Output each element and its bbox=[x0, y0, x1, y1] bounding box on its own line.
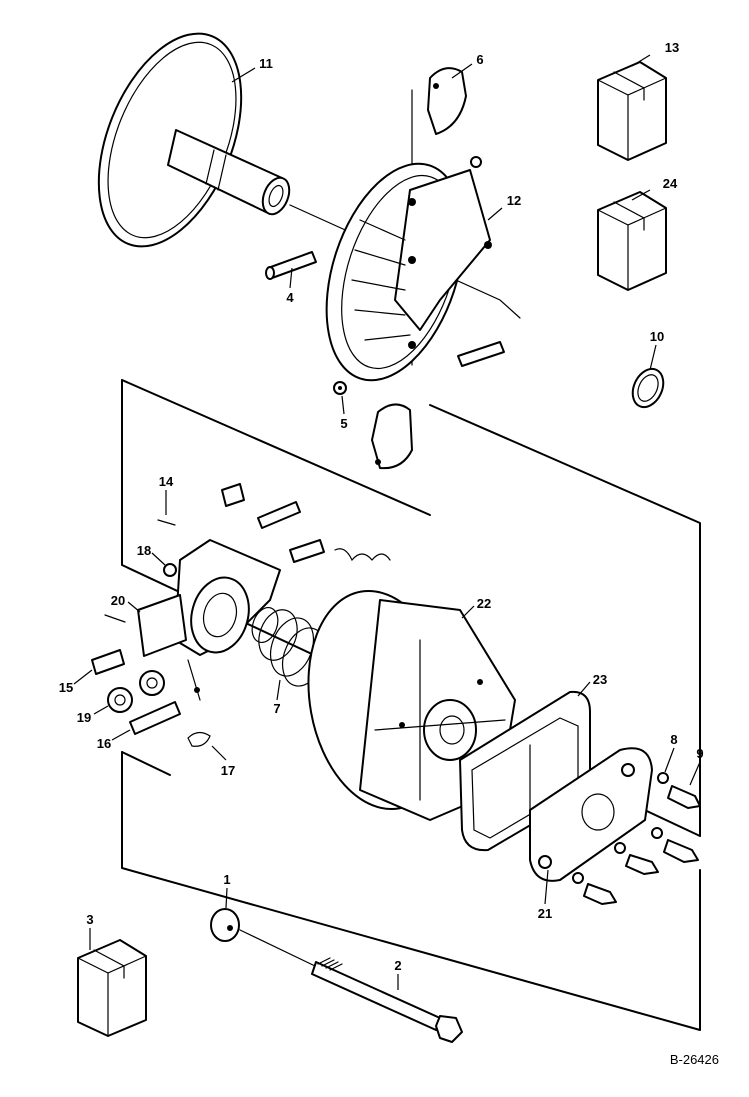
callout-2: 2 bbox=[394, 958, 401, 973]
callout-15: 15 bbox=[59, 680, 73, 695]
callout-20: 20 bbox=[111, 593, 125, 608]
callout-5: 5 bbox=[340, 416, 347, 431]
callout-10: 10 bbox=[650, 329, 664, 344]
callout-12: 12 bbox=[507, 193, 521, 208]
leader-lines bbox=[73, 54, 701, 990]
callout-8: 8 bbox=[670, 732, 677, 747]
o-ring-10 bbox=[631, 367, 665, 409]
long-bolt-2 bbox=[239, 929, 463, 1043]
nut-5 bbox=[333, 381, 347, 395]
callout-17: 17 bbox=[221, 763, 235, 778]
package-24 bbox=[597, 191, 667, 291]
callout-23: 23 bbox=[593, 672, 607, 687]
callout-11: 11 bbox=[259, 56, 273, 71]
roller-weight-lower bbox=[371, 403, 413, 470]
pin-right bbox=[457, 341, 505, 367]
callout-labels: 1 2 3 4 5 6 7 8 9 10 11 12 13 14 15 16 1… bbox=[59, 40, 704, 973]
callout-19: 19 bbox=[77, 710, 91, 725]
callout-4: 4 bbox=[286, 290, 294, 305]
bolts-9 bbox=[572, 772, 701, 905]
package-3 bbox=[77, 939, 147, 1037]
callout-24: 24 bbox=[663, 176, 678, 191]
callout-13: 13 bbox=[665, 40, 679, 55]
fixed-sheave-11 bbox=[97, 32, 291, 248]
callout-21: 21 bbox=[538, 906, 552, 921]
washer-1 bbox=[210, 908, 240, 942]
callout-9: 9 bbox=[696, 746, 703, 761]
callout-14: 14 bbox=[159, 474, 174, 489]
arm-assembly bbox=[91, 483, 325, 747]
callout-1: 1 bbox=[223, 872, 230, 887]
callout-6: 6 bbox=[476, 52, 483, 67]
ramp-plate-12 bbox=[325, 156, 492, 382]
callout-22: 22 bbox=[477, 596, 491, 611]
package-13 bbox=[597, 61, 667, 161]
callout-7: 7 bbox=[273, 701, 280, 716]
callout-16: 16 bbox=[97, 736, 111, 751]
callout-18: 18 bbox=[137, 543, 151, 558]
assembly-frame-lower bbox=[121, 751, 701, 1031]
drawing-number: B-26426 bbox=[669, 1052, 719, 1067]
callout-3: 3 bbox=[86, 912, 93, 927]
bolt-4 bbox=[265, 251, 317, 280]
